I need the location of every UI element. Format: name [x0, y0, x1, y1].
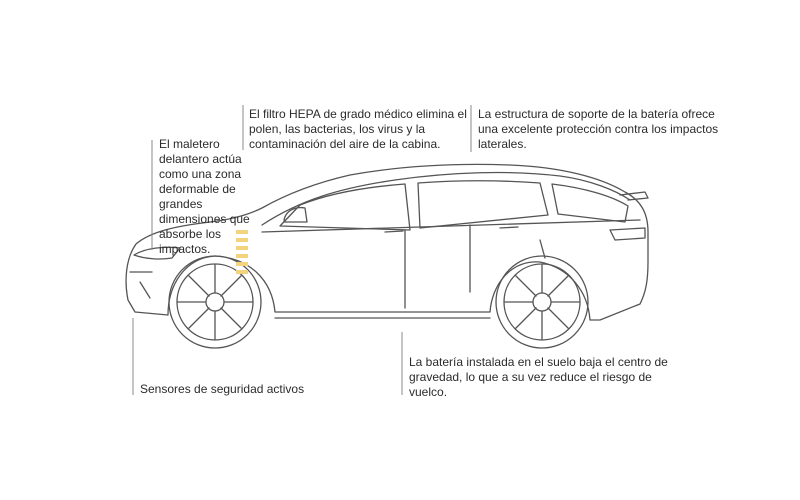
callout-active-sensors: Sensores de seguridad activos	[140, 382, 305, 396]
front-wheel	[168, 255, 262, 349]
callout-hepa-filter: El filtro HEPA de grado médico elimina e…	[249, 107, 467, 151]
callout-front-trunk: El maletero delantero actúa como una zon…	[159, 137, 250, 256]
callout-battery-structure: La estructura de soporte de la batería o…	[478, 107, 719, 151]
crumple-zone-highlight	[236, 230, 248, 274]
callout-floor-battery: La batería instalada en el suelo baja el…	[409, 355, 668, 399]
rear-wheel	[495, 255, 589, 349]
